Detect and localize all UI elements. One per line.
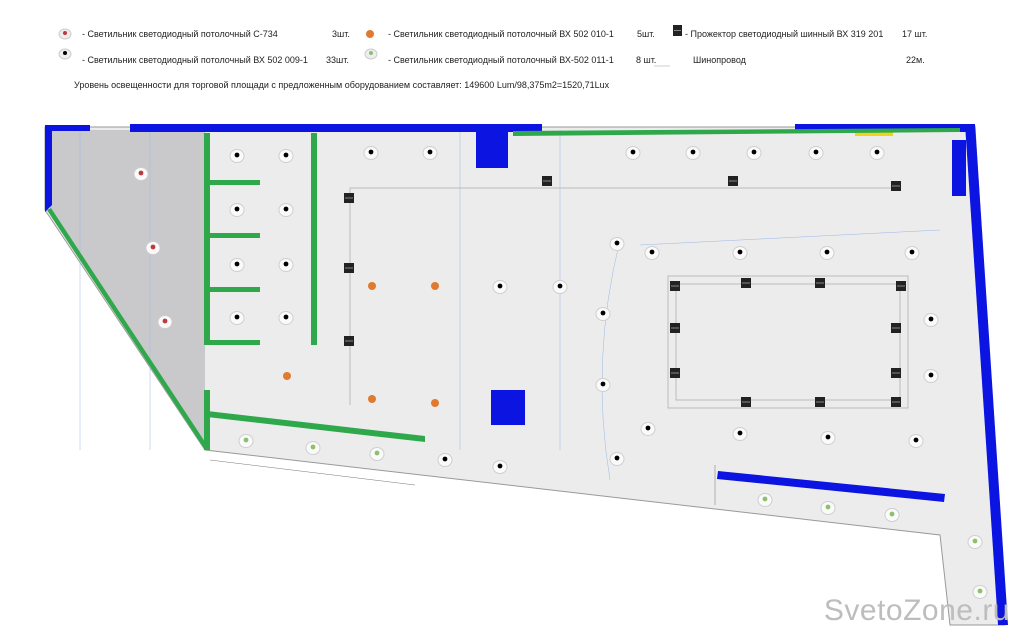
track-spotlight xyxy=(891,323,901,333)
track-spotlight xyxy=(815,278,825,288)
downlight-bx502-011 xyxy=(884,508,900,522)
downlight-bx502-011 xyxy=(757,493,773,507)
legend-qty-009: 33шт. xyxy=(326,55,349,65)
downlight-bx502-009 xyxy=(732,427,748,441)
legend-label-011: - Светильник светодиодный потолочный ВХ-… xyxy=(388,55,614,65)
downlight-bx502-011 xyxy=(967,535,983,549)
track-spotlight xyxy=(670,368,680,378)
downlight-bx502-009 xyxy=(492,280,508,294)
legend-label-spotlight: - Прожектор светодиодный шинный ВХ 319 2… xyxy=(685,29,884,39)
downlight-c734 xyxy=(145,241,161,255)
downlight-bx502-009 xyxy=(819,246,835,260)
downlight-bx502-010 xyxy=(431,282,439,290)
track-spotlight xyxy=(542,176,552,186)
downlight-bx502-009 xyxy=(609,237,625,251)
downlight-bx502-009 xyxy=(923,369,939,383)
downlight-bx502-009 xyxy=(640,422,656,436)
downlight-bx502-009 xyxy=(808,146,824,160)
downlight-bx502-011 xyxy=(305,441,321,455)
legend-qty-010: 5шт. xyxy=(637,29,655,39)
downlight-bx502-009 xyxy=(609,452,625,466)
downlight-bx502-009 xyxy=(229,258,245,272)
legend-qty-c734: 3шт. xyxy=(332,29,350,39)
legend-qty-busbar: 22м. xyxy=(906,55,925,65)
green-partitions xyxy=(47,128,960,450)
downlight-bx502-009 xyxy=(595,307,611,321)
track-spotlight xyxy=(896,281,906,291)
downlight-bx502-009 xyxy=(746,146,762,160)
downlight-bx502-011 xyxy=(238,434,254,448)
downlight-c734 xyxy=(133,167,149,181)
downlight-bx502-009 xyxy=(644,246,660,260)
legend-qty-011: 8 шт. xyxy=(636,55,657,65)
downlight-bx502-009 xyxy=(492,460,508,474)
watermark: SvetoZone.ru xyxy=(823,594,1010,627)
downlight-bx502-009 xyxy=(278,311,294,325)
downlight-bx502-009 xyxy=(422,146,438,160)
downlight-bx502-011 xyxy=(972,585,988,599)
legend-icon-green xyxy=(364,48,378,62)
track-spotlight xyxy=(344,193,354,203)
legend-label-busbar: Шинопровод xyxy=(693,55,746,65)
downlight-bx502-009 xyxy=(437,453,453,467)
busbar xyxy=(349,187,909,409)
downlight-bx502-010 xyxy=(283,372,291,380)
track-spotlight xyxy=(815,397,825,407)
dimension-lines xyxy=(79,130,941,505)
downlight-bx502-009 xyxy=(229,203,245,217)
legend-label-009: - Светильник светодиодный потолочный ВХ … xyxy=(82,55,308,65)
track-spotlight xyxy=(891,368,901,378)
downlight-bx502-010 xyxy=(368,282,376,290)
downlight-bx502-009 xyxy=(625,146,641,160)
track-spotlight xyxy=(344,263,354,273)
legend-icon-spotlight xyxy=(673,25,683,39)
legend-label-010: - Светильник светодиодный потолочный ВХ … xyxy=(388,29,614,39)
track-spotlight xyxy=(344,336,354,346)
downlight-bx502-011 xyxy=(820,501,836,515)
downlight-bx502-009 xyxy=(923,313,939,327)
downlight-bx502-009 xyxy=(552,280,568,294)
legend-qty-spotlight: 17 шт. xyxy=(902,29,928,39)
legend-icon-busbar xyxy=(654,59,670,69)
legend-icon-red xyxy=(58,28,72,42)
legend-icon-black xyxy=(58,48,72,62)
downlight-c734 xyxy=(157,315,173,329)
track-spotlight xyxy=(728,176,738,186)
downlight-bx502-010 xyxy=(368,395,376,403)
downlight-bx502-009 xyxy=(278,203,294,217)
downlight-bx502-009 xyxy=(229,149,245,163)
track-spotlight xyxy=(670,281,680,291)
illuminance-note: Уровень освещенности для торговой площад… xyxy=(74,80,610,90)
downlight-bx502-010 xyxy=(431,399,439,407)
downlight-bx502-009 xyxy=(904,246,920,260)
downlight-bx502-011 xyxy=(369,447,385,461)
downlight-bx502-009 xyxy=(278,149,294,163)
downlight-bx502-009 xyxy=(820,431,836,445)
downlight-bx502-009 xyxy=(595,378,611,392)
track-spotlight xyxy=(670,323,680,333)
track-spotlight xyxy=(741,397,751,407)
downlight-bx502-009 xyxy=(229,311,245,325)
yellow-marker xyxy=(855,130,893,136)
downlight-bx502-009 xyxy=(278,258,294,272)
track-spotlight xyxy=(891,181,901,191)
downlight-bx502-009 xyxy=(869,146,885,160)
downlight-bx502-009 xyxy=(908,434,924,448)
track-spotlight xyxy=(741,278,751,288)
legend-label-c734: - Светильник светодиодный потолочный С-7… xyxy=(82,29,278,39)
downlight-bx502-009 xyxy=(732,246,748,260)
storage-area xyxy=(50,130,205,450)
downlight-bx502-009 xyxy=(363,146,379,160)
track-spotlight xyxy=(891,397,901,407)
legend-icon-orange xyxy=(364,28,378,42)
downlight-bx502-009 xyxy=(685,146,701,160)
blue-walls xyxy=(45,124,1008,625)
